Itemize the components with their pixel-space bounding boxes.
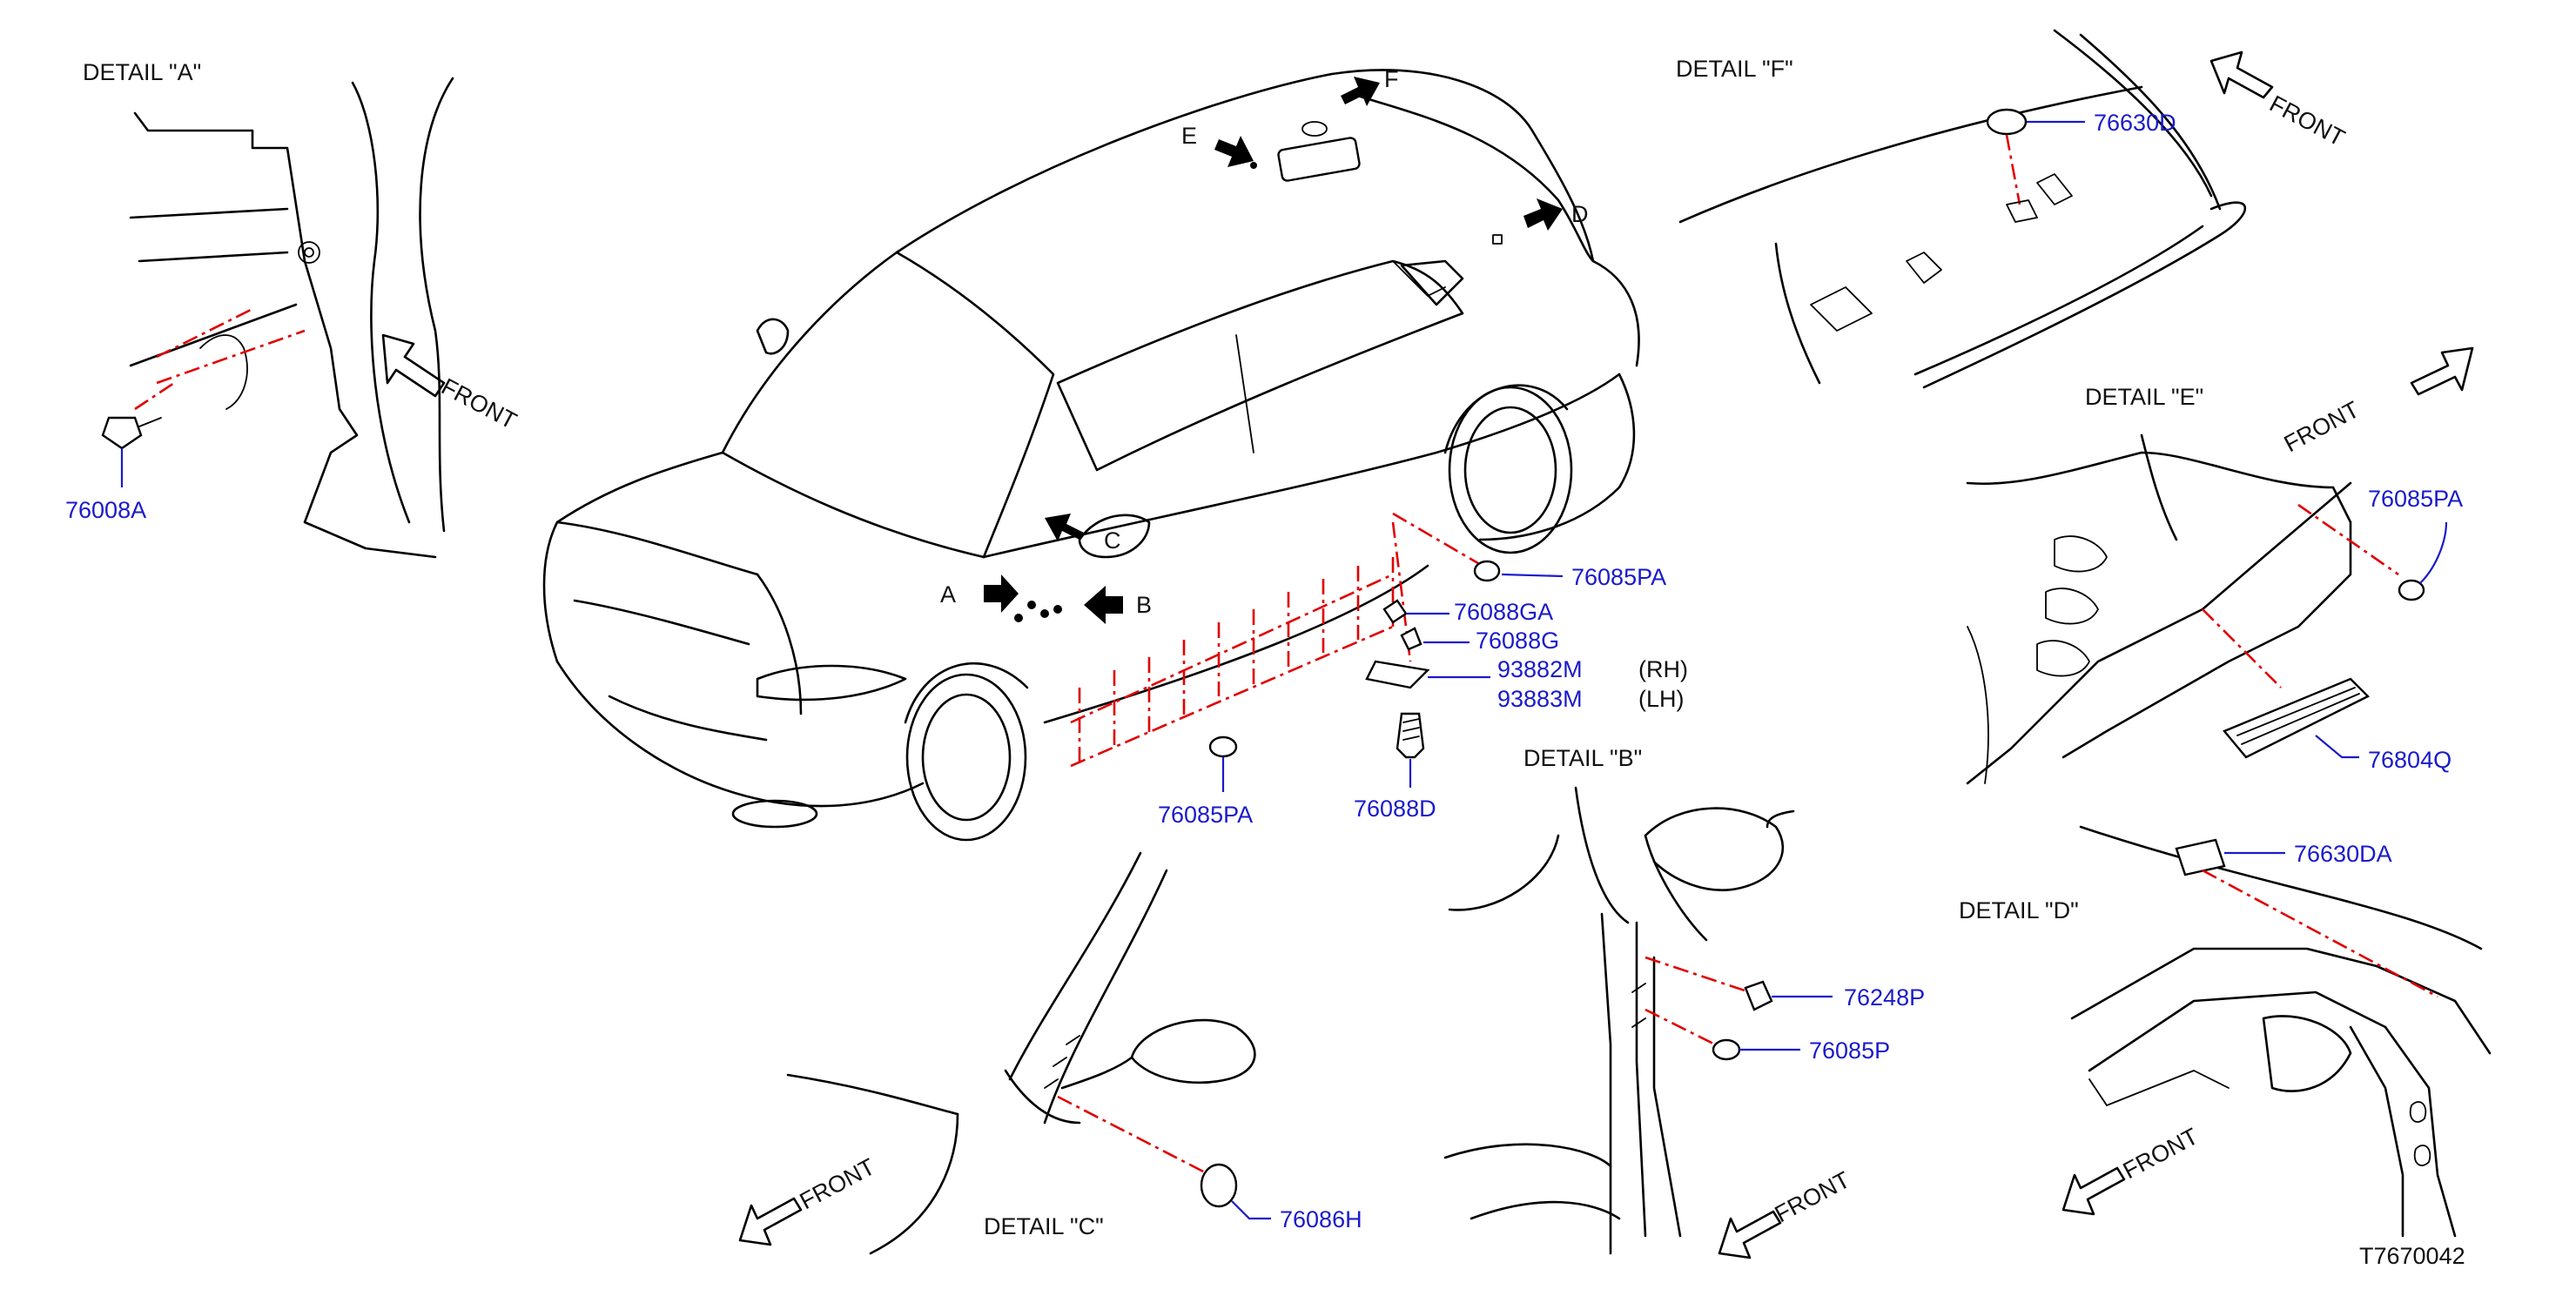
- plug-icon: [1200, 1163, 1238, 1208]
- grommet-icon: [1712, 1038, 1741, 1061]
- callout-arrow-f: [1341, 77, 1380, 106]
- callout-label-a: A: [940, 581, 956, 608]
- part-number[interactable]: 76630DA: [2294, 841, 2392, 867]
- front-arrow-icon: [1718, 1210, 1782, 1259]
- front-label: FRONT: [796, 1153, 879, 1214]
- front-arrow-icon: [2061, 1166, 2126, 1216]
- bolt-icon: [1396, 712, 1425, 759]
- callout-label-e: E: [1181, 123, 1197, 149]
- front-label: FRONT: [2265, 91, 2349, 151]
- part-number[interactable]: 93883M: [1497, 686, 1583, 712]
- part-number[interactable]: 76085PA: [2368, 486, 2463, 512]
- detail-f: DETAIL "F" 76630D FRONT: [1676, 29, 2349, 389]
- grommet-icon: [1473, 560, 1501, 582]
- part-number[interactable]: 76008A: [65, 497, 146, 523]
- grommet-icon: [1208, 735, 1238, 758]
- callout-arrow-a: [984, 574, 1019, 613]
- part-number[interactable]: 76088D: [1354, 796, 1436, 822]
- main-car-parts: 76085PA 76088GA 76088G 93882M (RH) 93883…: [1158, 560, 1688, 828]
- callout-label-b: B: [1136, 592, 1152, 618]
- main-car-illustration: [542, 69, 1640, 842]
- callout-arrow-c: [1045, 514, 1084, 541]
- callout-label-d: D: [1571, 201, 1589, 227]
- detail-title: DETAIL "F": [1676, 56, 1793, 82]
- detail-title: DETAIL "E": [2085, 384, 2203, 410]
- bolt-icon: [1744, 980, 1773, 1011]
- part-side: (RH): [1638, 656, 1688, 682]
- part-number[interactable]: 76804Q: [2368, 747, 2452, 773]
- callout-label-f: F: [1384, 66, 1399, 92]
- clip-icon: [1365, 660, 1430, 689]
- callout-arrow-e: [1214, 136, 1254, 167]
- plug-icon: [2175, 838, 2226, 876]
- bolt-icon: [101, 416, 143, 450]
- callout-label-c: C: [1104, 527, 1121, 554]
- part-number[interactable]: 76088G: [1476, 628, 1559, 654]
- stop-lamp-icon: [2223, 677, 2371, 759]
- part-number[interactable]: 76088GA: [1454, 599, 1553, 625]
- car-callouts: A B C D E F: [940, 66, 1589, 624]
- detail-d: DETAIL "D" 76630DA FRONT: [1959, 825, 2492, 1238]
- front-label: FRONT: [437, 373, 521, 434]
- detail-title: DETAIL "B": [1523, 745, 1642, 771]
- detail-b: DETAIL "B" 76248P 76085P FRONT: [1443, 745, 1925, 1259]
- callout-arrow-b: [1084, 586, 1123, 624]
- part-number[interactable]: 76085P: [1809, 1037, 1890, 1064]
- detail-a: DETAIL "A" 76008A FRONT: [65, 59, 521, 559]
- diagram-id: T7670042: [2359, 1243, 2465, 1269]
- detail-c: DETAIL "C" 76086H FRONT: [738, 851, 1362, 1255]
- detail-title: DETAIL "C": [984, 1213, 1104, 1239]
- front-arrow-icon: [2209, 50, 2274, 99]
- callout-arrow-d: [1523, 198, 1563, 231]
- part-number[interactable]: 93882M: [1497, 656, 1583, 682]
- grommet-icon: [2398, 579, 2425, 601]
- part-number[interactable]: 76630D: [2094, 110, 2176, 136]
- detail-title: DETAIL "A": [83, 59, 201, 85]
- front-arrow-icon: [2410, 346, 2474, 396]
- front-label: FRONT: [2280, 396, 2364, 457]
- part-side: (LH): [1638, 686, 1685, 712]
- front-arrow-icon: [381, 333, 446, 398]
- plug-icon: [1986, 108, 2028, 136]
- front-label: FRONT: [1771, 1166, 1854, 1227]
- detail-e: DETAIL "E" 76085PA 76804Q FRONT: [1966, 346, 2474, 785]
- part-number[interactable]: 76085PA: [1158, 802, 1253, 828]
- part-number[interactable]: 76086H: [1280, 1206, 1362, 1232]
- clip-icon: [1400, 627, 1423, 651]
- front-label: FRONT: [2119, 1123, 2203, 1184]
- detail-title: DETAIL "D": [1959, 897, 2079, 923]
- part-number[interactable]: 76248P: [1844, 984, 1925, 1011]
- part-number[interactable]: 76085PA: [1571, 564, 1666, 590]
- front-arrow-icon: [738, 1197, 803, 1246]
